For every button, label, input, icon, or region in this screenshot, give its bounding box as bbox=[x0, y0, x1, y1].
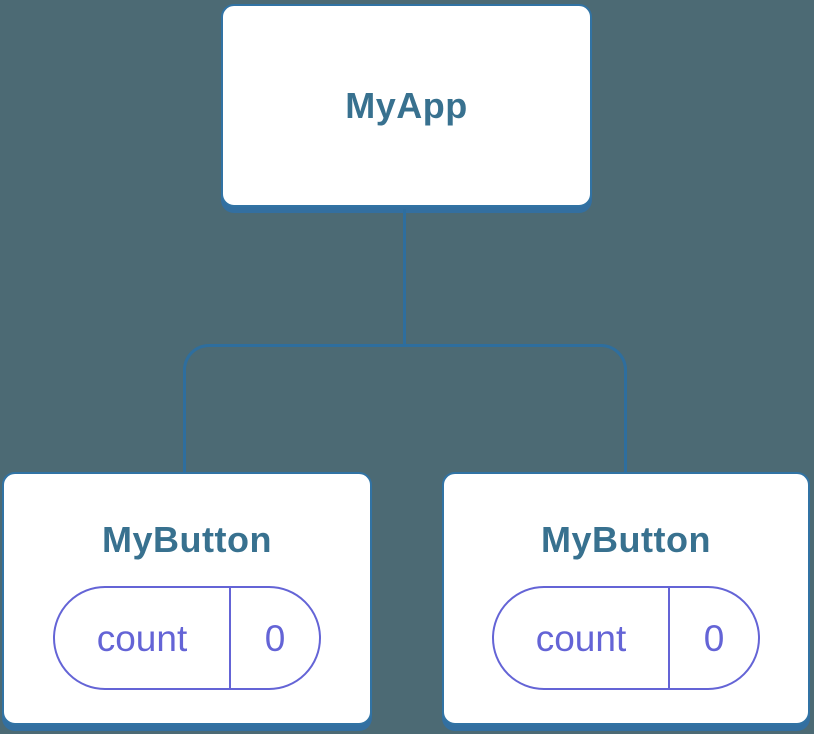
state-name-left: count bbox=[96, 617, 188, 659]
node-mybutton-left-label: MyButton bbox=[102, 519, 272, 560]
state-name-right: count bbox=[535, 617, 627, 659]
node-mybutton-right-label: MyButton bbox=[541, 519, 711, 560]
state-value-right: 0 bbox=[668, 588, 758, 688]
node-mybutton-left: MyButton count 0 bbox=[2, 472, 372, 725]
node-myapp-label: MyApp bbox=[345, 84, 468, 126]
state-value-left: 0 bbox=[229, 588, 319, 688]
state-pill-right: count 0 bbox=[492, 586, 760, 690]
connector-stem bbox=[403, 209, 406, 344]
node-mybutton-right: MyButton count 0 bbox=[442, 472, 810, 725]
connector-bracket bbox=[183, 344, 627, 472]
node-myapp: MyApp bbox=[221, 4, 592, 207]
state-pill-left: count 0 bbox=[53, 586, 321, 690]
